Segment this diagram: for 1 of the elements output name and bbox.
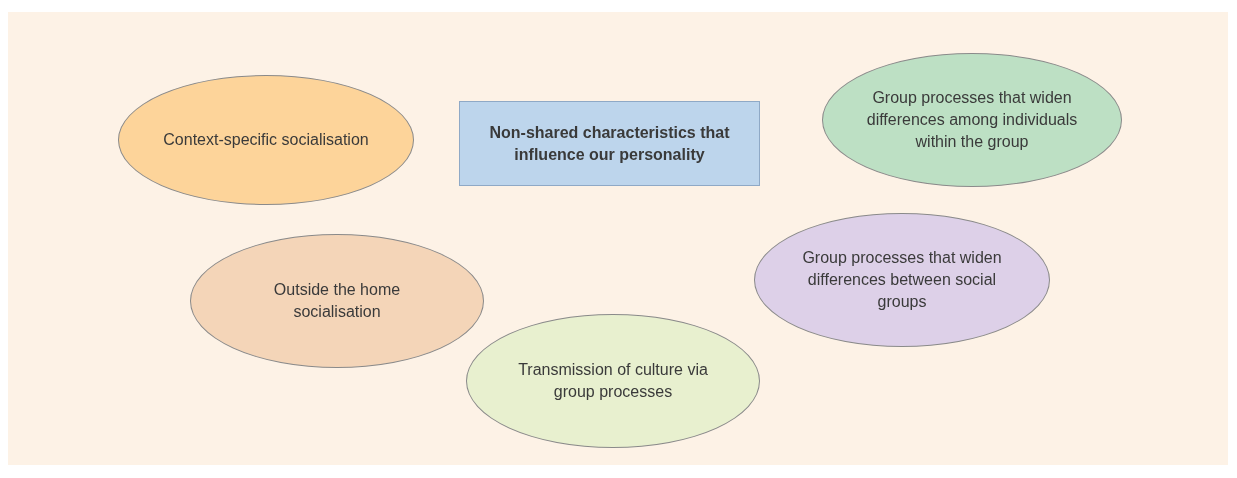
- heading-box: Non-shared characteristics that influence our personality: [459, 101, 760, 186]
